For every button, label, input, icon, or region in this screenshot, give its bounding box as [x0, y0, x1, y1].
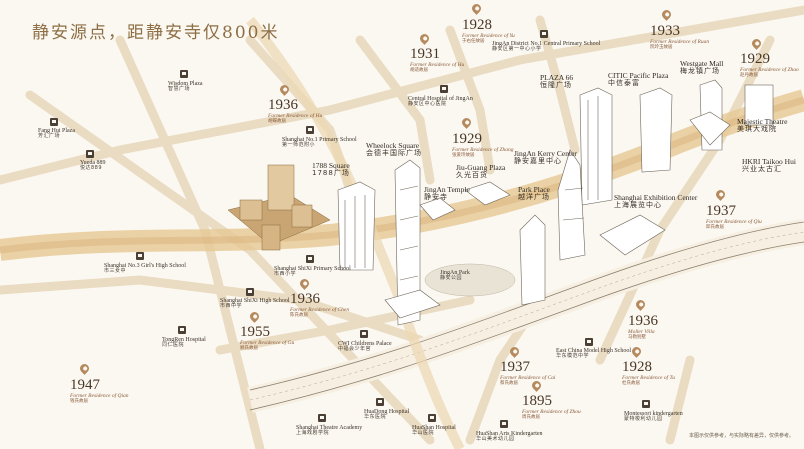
residence-hu-1931[interactable]: 1931 Former Residence of Hu 胡适故居: [410, 46, 465, 73]
residence-moller-villa[interactable]: 1936 Moller Villa 马勒别墅: [628, 313, 658, 340]
poi-shanghai-theatre-academy[interactable]: Shanghai Theatre Academy 上海戏剧学院: [296, 425, 363, 437]
poi-kindergarten-icon: [642, 400, 650, 408]
poi-kindergarten-icon: [500, 420, 508, 428]
residence-chen[interactable]: 1936 Former Residence of Chen 陈氏故居: [290, 291, 350, 318]
landmark-jiu-guang-plaza[interactable]: Jiu-Guang Plaza 久光百货: [456, 163, 506, 179]
poi-cwi-childrens-palace[interactable]: CWI Childrens Palace 中福会少年宫: [338, 341, 392, 353]
poi-hospital-icon: [178, 326, 186, 334]
poi-school-icon: [318, 414, 326, 422]
poi-school-icon: [540, 30, 548, 38]
disclaimer-note: 本图示仅供参考，与实际略有差异，仅供参考。: [688, 433, 794, 439]
landmark-plaza-66[interactable]: PLAZA 66 恒隆广场: [540, 73, 574, 89]
project-site: [227, 164, 331, 251]
residence-yu[interactable]: 1928 Former Residence of Yu 于右任故居: [462, 17, 515, 44]
poi-school-icon: [246, 288, 254, 296]
poi-huashan-arts-kindergarten[interactable]: HuaShan Arts Kindergarten 华山美术幼儿园: [476, 431, 543, 443]
poi-huadong-hospital[interactable]: HuaDong Hospital 华东医院: [364, 409, 410, 421]
landmark-citic-pacific-plaza[interactable]: CITIC Pacific Plaza 中信泰富: [608, 71, 669, 87]
poi-tongren-hospital[interactable]: TongRen Hospital 同仁医院: [162, 337, 206, 349]
poi-no3-girls-high-school[interactable]: Shanghai No.3 Girl's High School 市三女中: [104, 263, 186, 275]
landmark-westgate-mall[interactable]: Westgate Mall 梅龙镇广场: [680, 59, 724, 75]
residence-hu-1936[interactable]: 1936 Former Residence of Hu 胡蝶故居: [268, 97, 323, 124]
poi-shanghai-no1-primary[interactable]: Shanghai No.1 Primary School 第一师范附小: [282, 137, 357, 149]
poi-shixi-high-school[interactable]: Shanghai ShiXi High School 市西中学: [220, 298, 290, 310]
residence-qian[interactable]: 1947 Former Residence of Qian 钱氏故居: [70, 377, 129, 404]
residence-tu[interactable]: 1928 Former Residence of Tu 杜氏故居: [622, 359, 676, 386]
poi-palace-icon: [360, 330, 368, 338]
poi-plaza-icon: [180, 70, 188, 78]
landmark-majestic-theatre[interactable]: Majestic Theatre 美琪大戏院: [737, 117, 788, 133]
residence-ruan[interactable]: 1933 Former Residence of Ruan 阮玲玉故居: [650, 23, 710, 50]
landmark-jingan-park[interactable]: JingAn Park 静安公园: [440, 270, 470, 282]
landmark-hkri-taikoo-hui[interactable]: HKRI Taikoo Hui 兴业太古汇: [742, 157, 796, 173]
poi-mall-icon: [86, 150, 94, 158]
landmark-park-place[interactable]: Park Place 越洋广场: [518, 185, 550, 201]
residence-qiu[interactable]: 1937 Former Residence of Qiu 邱氏故居: [706, 203, 762, 230]
poi-school-icon: [585, 338, 593, 346]
poi-hospital-icon: [428, 414, 436, 422]
map-title: 静安源点，距静安寺仅800米: [32, 23, 280, 43]
landmark-shanghai-exhibition-center[interactable]: Shanghai Exhibition Center 上海展览中心: [614, 193, 698, 209]
poi-wisdom-plaza[interactable]: Wisdom Plaza 智慧广场: [168, 81, 203, 93]
poi-yueda-889[interactable]: Yueda 889 悦达889: [80, 160, 106, 172]
poi-school-icon: [306, 255, 314, 263]
poi-plaza-icon: [50, 118, 58, 126]
residence-zhou[interactable]: 1895 Former Residence of Zhou 周氏故居: [522, 393, 581, 420]
poi-huashan-hospital[interactable]: HuaShan Hospital 华山医院: [412, 425, 456, 437]
poi-school-icon: [136, 252, 144, 260]
poi-school-icon: [306, 126, 314, 134]
poi-central-hospital-jingan[interactable]: Central Hospital of JingAn 静安区中心医院: [408, 96, 473, 108]
poi-jingan-district-no1-primary[interactable]: JingAn District No.1 Central Primary Sch…: [492, 41, 601, 53]
poi-montessori-kindergarten[interactable]: Montessori kindergarten 蒙特梭利幼儿园: [624, 411, 683, 423]
landmark-wheelock-square[interactable]: Wheelock Square 会德丰国际广场: [366, 141, 422, 157]
residence-zhao-1929[interactable]: 1929 Former Residence of Zhao 赵丹故居: [740, 51, 799, 78]
poi-east-china-model-high[interactable]: East China Model High School 华东模范中学: [556, 348, 631, 360]
landmark-1788-square[interactable]: 1788 Square 1788广场: [312, 161, 350, 177]
residence-gu[interactable]: 1955 Former Residence of Gu 顾氏故居: [240, 324, 295, 351]
poi-shixi-primary-school[interactable]: Shanghai ShiXi Primary School 市西小学: [274, 266, 351, 278]
landmark-jingan-kerry-center[interactable]: JingAn Kerry Center 静安嘉里中心: [514, 149, 577, 165]
poi-fang-hui-plaza[interactable]: Fang Hui Plaza 芳汇广场: [38, 128, 75, 140]
poi-hospital-icon: [440, 85, 448, 93]
poi-hospital-icon: [376, 398, 384, 406]
residence-zhang[interactable]: 1929 Former Residence of Zhang 张爱玲故居: [452, 131, 514, 158]
landmark-jingan-temple[interactable]: JingAn Temple 静安寺: [424, 185, 470, 201]
residence-cai[interactable]: 1937 Former Residence of Cai 蔡氏故居: [500, 359, 556, 386]
towers: [337, 79, 774, 326]
